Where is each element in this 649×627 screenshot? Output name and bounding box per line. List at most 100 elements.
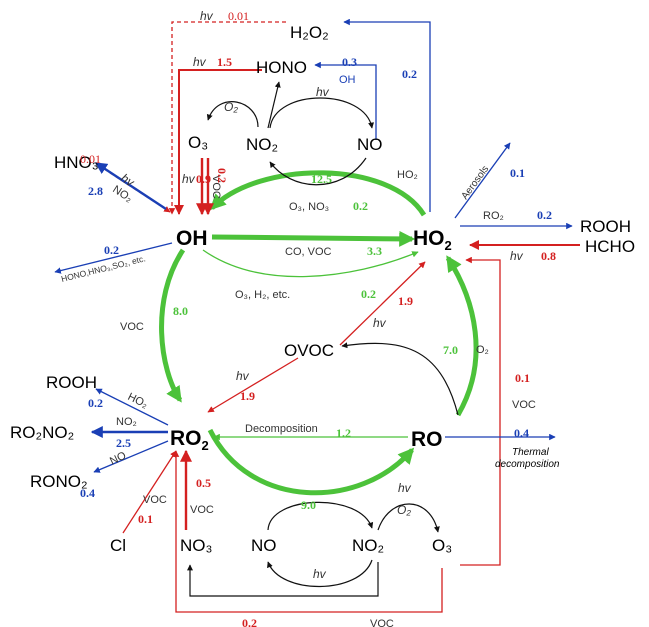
label-voc-right: VOC xyxy=(512,399,536,411)
species-ro2: RO2 xyxy=(170,427,209,453)
arrow-hono-to-oh xyxy=(174,69,262,215)
rate-2-5: 2.5 xyxy=(116,436,131,450)
arrow-no-to-no2-top xyxy=(269,157,367,186)
species-ro2no2: RO₂NO₂ xyxy=(10,423,74,442)
arrow-no2-to-hono xyxy=(267,81,281,129)
arrow-ho2-to-aerosols xyxy=(454,142,511,219)
label-ro2-small: RO₂ xyxy=(483,210,504,222)
rate-0-2-h2o2: 0.2 xyxy=(402,67,417,81)
species-no3: NO₃ xyxy=(180,536,212,555)
rate-0-9: 0.9 xyxy=(196,172,211,186)
rate-9-0: 9.0 xyxy=(301,498,316,512)
label-no2-ro2: NO₂ xyxy=(116,416,137,428)
rate-0-1-cl: 0.1 xyxy=(138,512,153,526)
rate-0-1-voc: 0.1 xyxy=(515,371,530,385)
rate-2-8: 2.8 xyxy=(88,184,103,198)
species-hno3: HNO₃ xyxy=(54,153,99,172)
arrow-no2-to-o3-bottom xyxy=(377,503,440,533)
rate-0-2-o3no3: 0.2 xyxy=(353,199,368,213)
rate-0-4-rono2: 0.4 xyxy=(80,486,95,500)
arrow-no2-to-o3-top xyxy=(206,101,259,128)
arrow-ro2-to-rono2 xyxy=(93,440,169,473)
species-o3-top: O₃ xyxy=(188,133,208,152)
rate-0-1-aerosols: 0.1 xyxy=(510,166,525,180)
green-cycle xyxy=(159,170,479,496)
species-ovoc: OVOC xyxy=(284,341,334,360)
arrow-ro2-to-ro xyxy=(207,428,415,496)
arrow-h2o2-to-oh xyxy=(168,21,286,215)
arrow-ro-to-ovoc xyxy=(341,342,459,416)
rate-0-4-thermal: 0.4 xyxy=(514,426,529,440)
arrow-no2-to-no-bottom xyxy=(267,559,373,588)
label-hv-ovoc-ho2: hv xyxy=(373,316,387,330)
label-hv-hono: hv xyxy=(193,55,207,69)
rate-0-5: 0.5 xyxy=(196,476,211,490)
label-hv-hcho: hv xyxy=(510,249,524,263)
species-h2o2: H₂O₂ xyxy=(290,23,329,42)
label-ho2-small: HO₂ xyxy=(397,169,418,181)
rate-numbers: 0.01 1.5 0.3 0.2 0.01 2.8 0.9 0.2 12.5 0… xyxy=(80,9,556,627)
arrow-oh-to-ro2 xyxy=(159,248,186,403)
arrow-cl-to-ro2 xyxy=(122,450,177,534)
rate-0-01-top: 0.01 xyxy=(228,9,249,23)
species-rooh-right: ROOH xyxy=(580,217,631,236)
rate-1-5: 1.5 xyxy=(217,55,232,69)
label-hv-no2-no: hv xyxy=(316,85,330,99)
label-hv-ovoc-ro2: hv xyxy=(236,369,250,383)
rate-0-2-o3h2: 0.2 xyxy=(361,287,376,301)
species-no2-top: NO₂ xyxy=(246,135,278,154)
species-no-bottom: NO xyxy=(251,536,277,555)
label-voc-cl: VOC xyxy=(143,494,167,506)
label-decomposition: Decomposition xyxy=(245,423,318,435)
rate-1-9-ovoc-ro2: 1.9 xyxy=(240,389,255,403)
species-ro: RO xyxy=(411,428,443,451)
rate-1-2: 1.2 xyxy=(336,426,351,440)
arrow-oh-to-loss xyxy=(54,242,173,274)
species-hono: HONO xyxy=(256,58,307,77)
label-voc-bottom: VOC xyxy=(370,618,394,627)
label-thermal-1: Thermal xyxy=(512,447,549,458)
label-hv-no2-o3-bottom: hv xyxy=(398,481,412,495)
label-hv-bottom: hv xyxy=(313,567,327,581)
rate-0-2-rooh-left: 0.2 xyxy=(88,396,103,410)
arrow-no-to-no2-bottom xyxy=(267,501,374,531)
label-voc-no3: VOC xyxy=(190,504,214,516)
rate-0-2-rooh: 0.2 xyxy=(537,208,552,222)
species-o3-bottom: O₃ xyxy=(432,536,452,555)
arrow-o3-to-no3-bottom xyxy=(187,562,379,597)
label-o3-h2-etc: O₃, H₂, etc. xyxy=(235,289,290,301)
species-no2-bottom: NO₂ xyxy=(352,536,384,555)
rate-0-01-hno3: 0.01 xyxy=(80,152,101,166)
arrow-oh-to-ho2 xyxy=(211,230,416,247)
arrow-no2-to-no-top xyxy=(269,97,375,129)
arrow-ho2-to-oh xyxy=(209,170,427,217)
label-o3-no3: O₃, NO₃ xyxy=(289,201,329,213)
arrow-oh-to-ho2-thin xyxy=(202,249,419,278)
rate-0-8: 0.8 xyxy=(541,249,556,263)
rate-8-0: 8.0 xyxy=(173,304,188,318)
arrow-ovoc-to-ho2 xyxy=(339,261,426,346)
arrow-oh-no-to-hono xyxy=(314,61,377,140)
species-hcho: HCHO xyxy=(585,237,635,256)
species-cl: Cl xyxy=(110,536,126,555)
rate-3-3: 3.3 xyxy=(367,244,382,258)
arrow-ho2-to-h2o2 xyxy=(343,18,431,212)
species-labels: H₂O₂ HONO O₃ NO₂ NO HNO₃ OH HO2 ROOH HCH… xyxy=(10,23,635,555)
arrow-ovoc-to-ro2 xyxy=(207,357,299,413)
label-o2-right: O₂ xyxy=(476,344,489,356)
species-rooh-left: ROOH xyxy=(46,373,97,392)
label-co-voc: CO, VOC xyxy=(285,246,332,258)
label-o2-bottom: O₂ xyxy=(397,503,411,517)
label-oh-hono: OH xyxy=(339,74,356,86)
rate-12-5: 12.5 xyxy=(311,172,332,186)
species-rono2: RONO₂ xyxy=(30,472,88,491)
label-no-ro2: NO xyxy=(108,449,128,467)
species-ho2: HO2 xyxy=(413,227,452,253)
arrow-oh-to-hno3 xyxy=(94,161,167,211)
label-thermal-2: decomposition xyxy=(495,459,560,470)
species-no-top: NO xyxy=(357,135,383,154)
species-oh: OH xyxy=(176,227,208,250)
arrow-ro2-to-rooh xyxy=(95,388,169,426)
reaction-labels: hv hv OH O₂ hv HO₂ hv NO₂ hv VOC O₃, NO₃… xyxy=(60,9,560,627)
